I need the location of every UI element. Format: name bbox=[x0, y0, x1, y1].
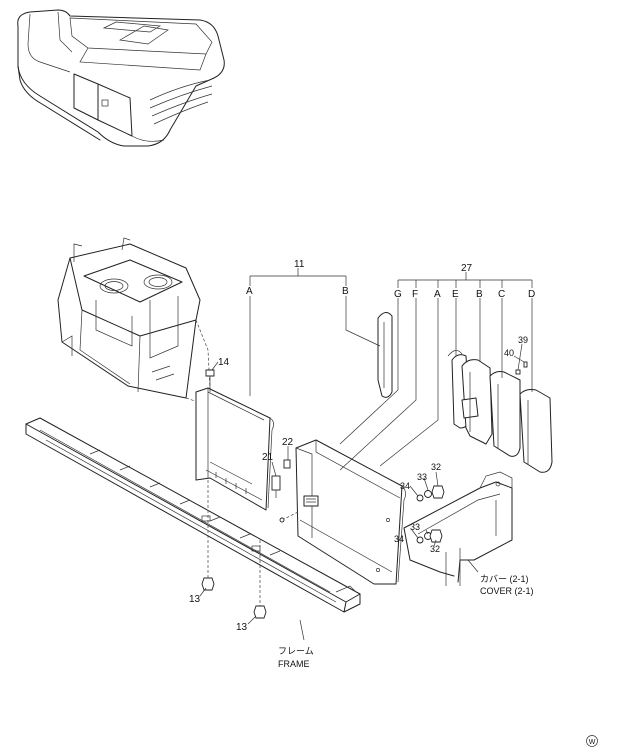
group27-label-g: G bbox=[394, 289, 402, 300]
fasteners bbox=[201, 369, 445, 619]
lower-frame-rail bbox=[25, 417, 361, 613]
callout-34-upper: 34 bbox=[400, 481, 410, 491]
callout-22: 22 bbox=[282, 437, 294, 448]
svg-text:W: W bbox=[589, 739, 596, 746]
frame-label-jp: フレーム bbox=[278, 646, 314, 656]
cover-bracket-2-1 bbox=[403, 471, 513, 586]
callout-40: 40 bbox=[504, 348, 514, 358]
group27-label-b: B bbox=[476, 289, 483, 300]
cover-label-jp: カバー (2-1) bbox=[480, 574, 529, 584]
callout-11: 11 bbox=[294, 259, 305, 270]
cover-door-27a bbox=[281, 439, 406, 585]
cover-label-en: COVER (2-1) bbox=[480, 586, 534, 596]
group11-label-b: B bbox=[342, 286, 349, 297]
seal-pads-27 bbox=[447, 350, 553, 473]
frame-label-en: FRAME bbox=[278, 659, 310, 669]
callout-27: 27 bbox=[461, 263, 473, 274]
callout-labels: 11 A B 27 G F A E B C D 14 22 21 13 13 3… bbox=[189, 259, 535, 669]
group27-label-e: E bbox=[452, 289, 459, 300]
callout-leaders bbox=[199, 268, 533, 641]
callout-13-lower: 13 bbox=[236, 622, 248, 633]
callout-33-lower: 33 bbox=[410, 522, 420, 532]
radiator-frame-structure bbox=[57, 237, 211, 405]
group27-label-d: D bbox=[528, 289, 535, 300]
callout-33-upper: 33 bbox=[417, 472, 427, 482]
callout-32-upper: 32 bbox=[431, 462, 441, 472]
group27-label-a: A bbox=[434, 289, 441, 300]
cover-panel-11a bbox=[195, 387, 274, 511]
callout-39: 39 bbox=[518, 335, 528, 345]
callout-13-upper: 13 bbox=[189, 594, 201, 605]
callout-34-lower: 34 bbox=[394, 534, 404, 544]
group11-label-a: A bbox=[246, 286, 253, 297]
callout-21: 21 bbox=[262, 452, 274, 463]
machine-overview-sketch bbox=[17, 9, 225, 147]
callout-32-lower: 32 bbox=[430, 544, 440, 554]
w-mark: W bbox=[586, 735, 598, 747]
callout-14: 14 bbox=[218, 357, 230, 368]
group27-label-f: F bbox=[412, 289, 418, 300]
trim-strip-11b bbox=[377, 312, 393, 398]
group27-label-c: C bbox=[498, 289, 505, 300]
